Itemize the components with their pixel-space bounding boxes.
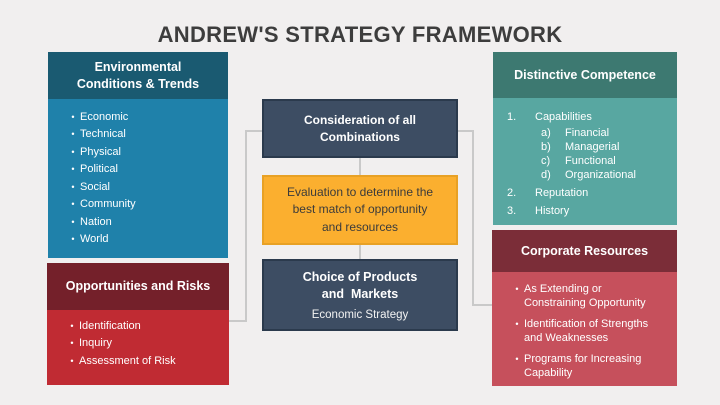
- bullet-icon: •: [71, 181, 75, 192]
- bullet-icon: •: [70, 320, 74, 331]
- list-item-label: Managerial: [565, 141, 620, 153]
- panel-corporate-list: • As Extending or Constraining Opportuni…: [492, 272, 677, 386]
- bullet-icon: •: [515, 319, 519, 329]
- list-item: • As Extending or Constraining Opportuni…: [492, 282, 677, 310]
- list-item-label: Inquiry: [79, 337, 113, 350]
- slide-title: ANDREW'S STRATEGY FRAMEWORK: [157, 21, 563, 47]
- list-item-label: Capabilities: [535, 111, 592, 123]
- list-item-label: Political: [80, 163, 118, 176]
- list-item-label: Programs for Increasing Capability: [524, 353, 642, 379]
- list-item: • Physical: [48, 143, 228, 161]
- list-item-label: Financial: [565, 127, 610, 139]
- list-item: • Nation: [48, 213, 228, 231]
- list-item-marker: d): [541, 169, 551, 181]
- panel-environmental-conditions: Environmental Conditions & Trends • Econ…: [48, 52, 228, 258]
- panel-opportunities-list: • Identification • Inquiry • Assessment …: [47, 310, 229, 385]
- box-consideration-combinations: Consideration of all Combinations: [262, 99, 458, 158]
- list-item-marker: 3.: [507, 205, 517, 217]
- list-item-label: Economic: [80, 110, 129, 123]
- panel-environmental-list: • Economic • Technical • Physical • Poli…: [48, 99, 228, 258]
- list-item: • Political: [48, 161, 228, 179]
- list-item-label: Functional: [565, 155, 616, 167]
- connector-right-bottom-horizontal: [472, 304, 492, 306]
- list-item: • Identification of Strengths and Weakne…: [492, 317, 677, 345]
- connector-right-vertical: [472, 130, 474, 306]
- list-item: • Community: [48, 196, 228, 214]
- list-item-label: Identification of Strengths and Weakness…: [524, 318, 649, 344]
- list-item: • Inquiry: [47, 335, 229, 353]
- box-choice-title: Choice of Products and Markets: [302, 270, 418, 301]
- numbered-list-item: c) Functional: [493, 155, 677, 168]
- panel-corporate-resources: Corporate Resources • As Extending or Co…: [492, 230, 677, 386]
- connector-center-top-vertical: [359, 157, 361, 176]
- list-item: • Economic: [48, 108, 228, 126]
- box-choice-subtitle: Economic Strategy: [311, 308, 409, 321]
- bullet-icon: •: [71, 129, 75, 140]
- numbered-list-item: 3. History: [493, 205, 677, 218]
- panel-corporate-header: Corporate Resources: [492, 230, 677, 272]
- connector-center-bottom-vertical: [359, 244, 361, 260]
- bullet-icon: •: [71, 199, 75, 210]
- list-item-label: History: [535, 205, 570, 217]
- bullet-icon: •: [71, 111, 75, 122]
- panel-distinctive-competence: Distinctive Competence 1. Capabilities a…: [493, 52, 677, 225]
- list-item-marker: b): [541, 141, 551, 153]
- connector-right-top-horizontal: [456, 130, 474, 132]
- bullet-icon: •: [70, 355, 74, 366]
- bullet-icon: •: [70, 338, 74, 349]
- panel-distinctive-list: 1. Capabilities a) Financial b) Manageri…: [493, 98, 677, 225]
- box-choice-products-markets: Choice of Products and Markets Economic …: [262, 259, 458, 331]
- list-item: • Programs for Increasing Capability: [492, 352, 677, 380]
- list-item-label: Community: [80, 198, 136, 211]
- bullet-icon: •: [515, 354, 519, 364]
- box-evaluation-match: Evaluation to determine the best match o…: [262, 175, 458, 245]
- list-item-label: Identification: [79, 319, 141, 332]
- connector-left-top-horizontal: [245, 130, 264, 132]
- bullet-icon: •: [515, 284, 519, 294]
- numbered-list-item: d) Organizational: [493, 169, 677, 182]
- list-item: • World: [48, 231, 228, 249]
- panel-environmental-header: Environmental Conditions & Trends: [48, 52, 228, 99]
- bullet-icon: •: [71, 234, 75, 245]
- numbered-list-item: 2. Reputation: [493, 187, 677, 200]
- list-item-label: Assessment of Risk: [79, 354, 176, 367]
- list-item-label: As Extending or Constraining Opportunity: [524, 283, 646, 309]
- panel-distinctive-header: Distinctive Competence: [493, 52, 677, 98]
- list-item-marker: a): [541, 127, 551, 139]
- list-item-marker: 1.: [507, 111, 517, 123]
- numbered-list-item: a) Financial: [493, 127, 677, 140]
- list-item-label: Reputation: [535, 187, 589, 199]
- list-item-marker: c): [541, 155, 551, 167]
- list-item: • Social: [48, 178, 228, 196]
- panel-opportunities-risks: Opportunities and Risks • Identification…: [47, 263, 229, 385]
- bullet-icon: •: [71, 164, 75, 175]
- list-item: • Identification: [47, 317, 229, 335]
- connector-left-vertical: [245, 130, 247, 322]
- list-item: • Assessment of Risk: [47, 352, 229, 370]
- connector-left-bottom-horizontal: [229, 320, 247, 322]
- list-item-label: Social: [80, 180, 110, 193]
- list-item: • Technical: [48, 126, 228, 144]
- list-item-label: World: [80, 233, 109, 246]
- panel-opportunities-header: Opportunities and Risks: [47, 263, 229, 310]
- numbered-list-item: b) Managerial: [493, 141, 677, 154]
- bullet-icon: •: [71, 146, 75, 157]
- list-item-marker: 2.: [507, 187, 517, 199]
- list-item-label: Technical: [80, 128, 126, 141]
- list-item-label: Nation: [80, 215, 112, 228]
- list-item-label: Physical: [80, 145, 121, 158]
- bullet-icon: •: [71, 216, 75, 227]
- numbered-list-item: 1. Capabilities: [493, 111, 677, 124]
- list-item-label: Organizational: [565, 169, 636, 181]
